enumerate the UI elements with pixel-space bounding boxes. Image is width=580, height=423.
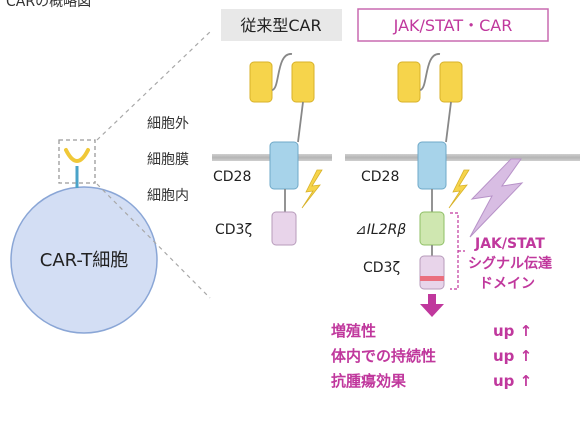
cell-receptor-head — [64, 148, 90, 163]
cd28-box-jakstat — [417, 141, 447, 190]
cd28-label-jakstat: CD28 — [361, 169, 399, 185]
title-box-jakstat — [357, 8, 549, 42]
callout-bracket — [450, 212, 459, 290]
down-arrow-shaft — [428, 294, 436, 304]
label-inside: 細胞内 — [147, 188, 189, 204]
zoom-line-bottom — [96, 183, 211, 299]
il2rb-label: ⊿IL2Rβ — [355, 222, 406, 238]
cd3z-label-jakstat: CD3ζ — [363, 260, 400, 276]
hinge-jakstat — [445, 101, 452, 143]
signal-bolt-jakstat-large — [469, 158, 524, 238]
cd3z-stat-motif — [420, 276, 444, 281]
scfv-right-jakstat — [439, 61, 463, 103]
effect-change-2: up ↑ — [493, 347, 532, 365]
effect-name-2: 体内での持続性 — [331, 347, 436, 365]
cd28-label-conventional: CD28 — [213, 169, 251, 185]
scfv-left-jakstat — [397, 61, 421, 103]
label-membrane: 細胞膜 — [147, 152, 189, 168]
membrane-jakstat — [345, 154, 580, 161]
label-outside: 細胞外 — [147, 116, 189, 132]
zoom-box — [58, 139, 96, 184]
down-arrow-icon — [420, 304, 444, 317]
zoom-line-top — [96, 29, 213, 141]
callout-line3: ドメイン — [479, 276, 535, 292]
signal-bolt-conventional — [301, 169, 323, 209]
scfv-left-conventional — [249, 61, 273, 103]
callout-line1: JAK/STAT — [474, 236, 545, 252]
scfv-linker-jakstat — [419, 53, 441, 91]
cell-label: CAR-T細胞 — [40, 250, 129, 271]
effect-name-3: 抗腫瘍効果 — [331, 372, 407, 390]
effect-name-1: 増殖性 — [331, 322, 376, 340]
header-partial: CARの概略図 — [6, 0, 91, 10]
scfv-right-conventional — [291, 61, 315, 103]
cd3z-box-jakstat — [419, 255, 445, 290]
car-t-cell — [10, 186, 158, 334]
effect-change-1: up ↑ — [493, 322, 532, 340]
cd3z-label-conventional: CD3ζ — [215, 222, 252, 238]
il2rb-box — [419, 211, 445, 246]
title-jakstat: JAK/STAT・CAR — [393, 16, 513, 35]
callout-line2: シグナル伝達 — [468, 255, 552, 272]
title-box-conventional — [221, 9, 342, 41]
scfv-linker-conventional — [271, 53, 293, 91]
cd3z-box-conventional — [271, 211, 297, 246]
signal-bolt-jakstat-small — [448, 169, 470, 209]
effect-change-3: up ↑ — [493, 372, 532, 390]
hinge-conventional — [297, 101, 304, 143]
cd28-box-conventional — [269, 141, 299, 190]
title-conventional: 従来型CAR — [240, 16, 321, 35]
